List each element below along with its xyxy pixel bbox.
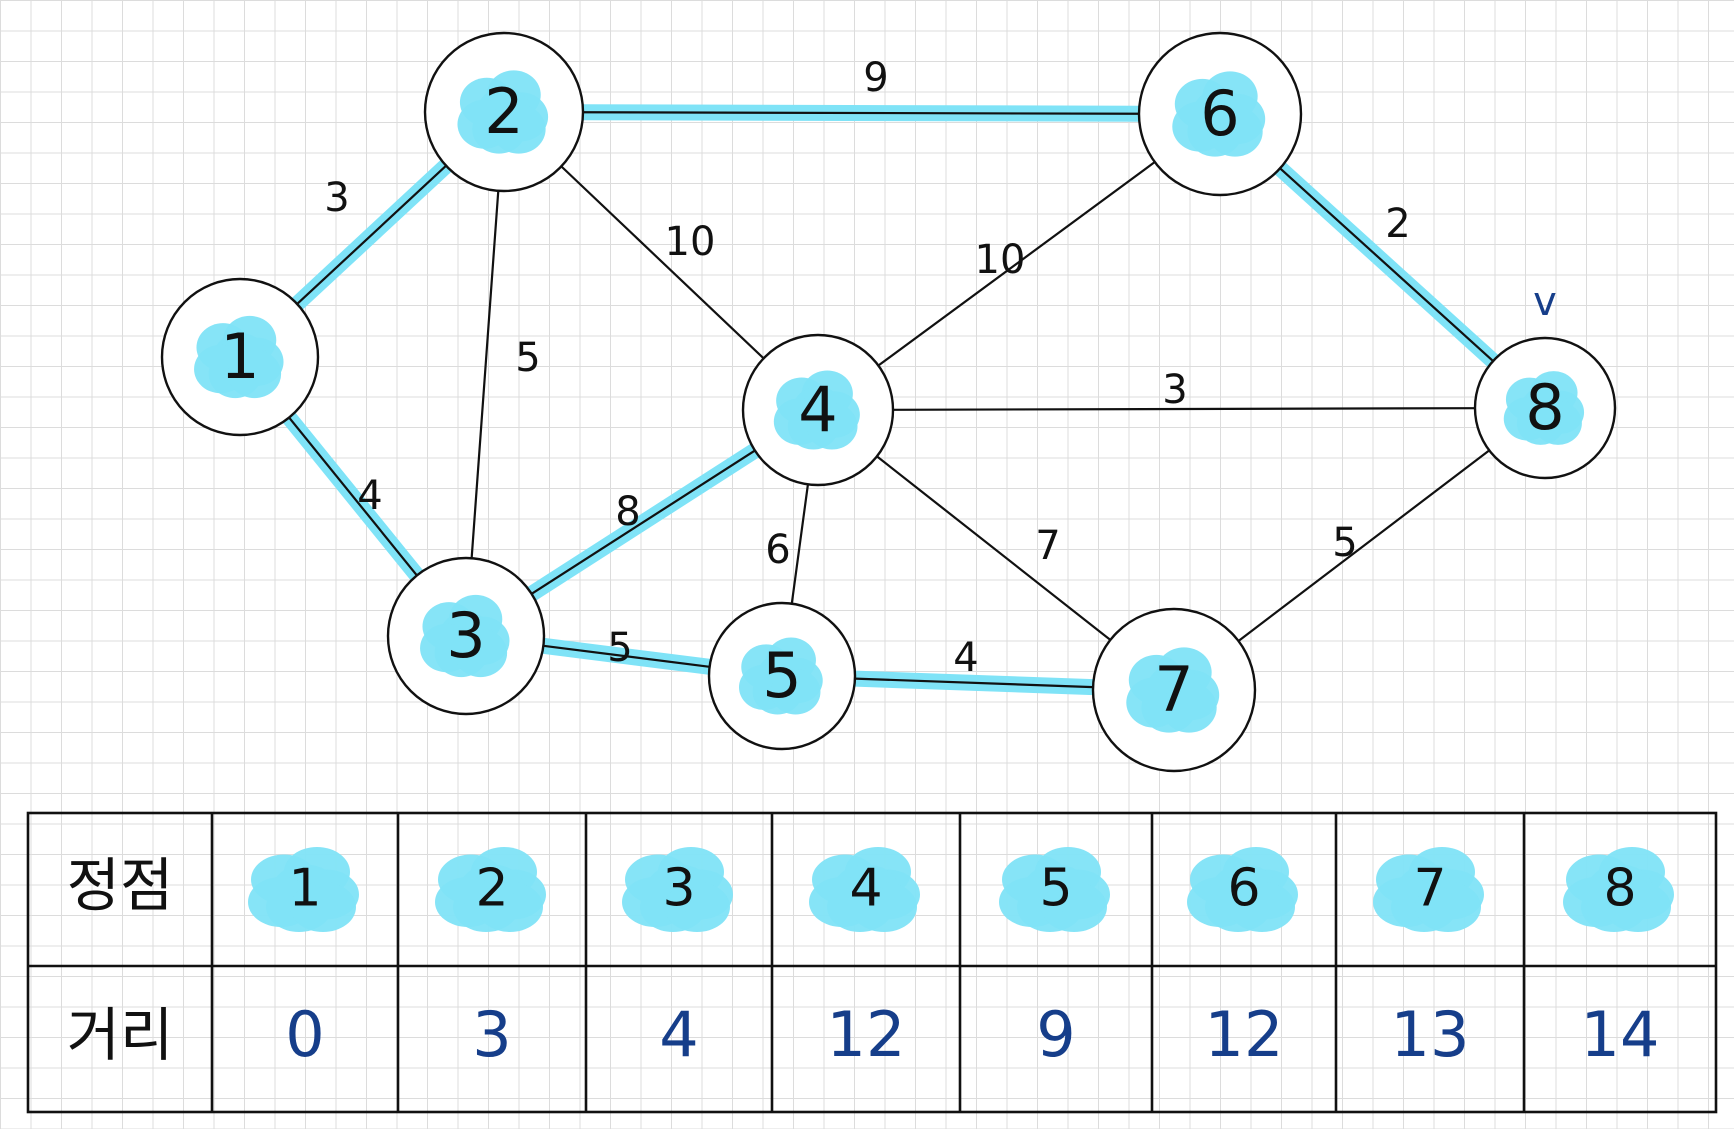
vertex-cell-8: 8 — [1603, 859, 1636, 919]
cell-highlight-8 — [1563, 847, 1674, 932]
node-label-1: 1 — [220, 320, 259, 393]
node-7: 7 — [1091, 607, 1257, 773]
cell-highlight-3 — [622, 847, 733, 932]
current-vertex-marker: v — [1533, 279, 1557, 325]
node-highlight — [457, 70, 549, 154]
node-5: 5 — [707, 601, 857, 751]
node-highlight — [1172, 71, 1266, 157]
node-circle — [1137, 31, 1303, 197]
node-circle — [1473, 336, 1617, 480]
edge-1-2 — [296, 164, 448, 306]
node-highlight — [194, 315, 284, 399]
distance-cell-1: 0 — [285, 998, 324, 1071]
node-highlight — [773, 370, 860, 450]
edge-4-6 — [877, 160, 1156, 367]
distance-cell-7: 13 — [1391, 998, 1470, 1071]
cell-highlight-5 — [999, 847, 1110, 932]
table-border — [26, 811, 1718, 1114]
edge-weight-3-5: 5 — [607, 625, 632, 671]
vertex-cell-7: 7 — [1413, 859, 1446, 919]
node-label-4: 4 — [798, 373, 837, 446]
node-label-8: 8 — [1525, 371, 1564, 444]
edge-weight-1-2: 3 — [324, 175, 349, 221]
node-4: 4 — [741, 333, 895, 487]
cell-highlight-4 — [809, 847, 920, 932]
edge-weight-4-5: 6 — [765, 527, 790, 573]
edge-2-3 — [470, 189, 500, 560]
cell-highlight-2 — [435, 847, 546, 932]
edge-weight-4-8: 3 — [1162, 367, 1187, 413]
edge-4-8 — [891, 407, 1477, 411]
node-2: 2 — [423, 31, 585, 193]
node-circle — [423, 31, 585, 193]
vertex-cell-6: 6 — [1227, 859, 1260, 919]
node-label-2: 2 — [484, 75, 523, 148]
cell-highlight-7 — [1373, 847, 1484, 932]
node-highlight — [739, 637, 823, 715]
node-highlight — [1126, 647, 1220, 733]
cell-highlight-6 — [1187, 847, 1298, 932]
vertex-cell-1: 1 — [288, 859, 321, 919]
node-6: 6 — [1137, 31, 1303, 197]
edge-3-4 — [530, 449, 756, 595]
marker-layer: v — [1533, 279, 1557, 325]
edge-1-3 — [287, 416, 419, 577]
distance-cell-2: 3 — [472, 998, 511, 1071]
node-circle — [386, 556, 546, 716]
distance-cell-6: 12 — [1205, 998, 1284, 1071]
row-header-vertex: 정점 — [67, 852, 174, 920]
node-label-6: 6 — [1200, 77, 1239, 150]
distance-cell-5: 9 — [1036, 998, 1075, 1071]
node-circle — [160, 277, 320, 437]
row-header-distance: 거리 — [67, 1001, 174, 1069]
node-circle — [707, 601, 857, 751]
distance-cell-4: 12 — [827, 998, 906, 1071]
cell-highlight-1 — [248, 847, 359, 932]
edge-weight-4-6: 10 — [975, 237, 1026, 283]
edge-weight-2-4: 10 — [665, 219, 716, 265]
edge-3-5 — [542, 644, 711, 668]
vertex-cell-3: 3 — [662, 859, 695, 919]
node-label-5: 5 — [762, 639, 801, 712]
node-layer: 1 2 3 4 5 6 7 8 — [160, 31, 1617, 773]
edge-weight-2-3: 5 — [515, 335, 540, 381]
edge-weight-4-7: 7 — [1035, 523, 1060, 569]
node-label-7: 7 — [1154, 653, 1193, 726]
edge-layer — [287, 111, 1495, 689]
node-label-3: 3 — [446, 599, 485, 672]
vertex-cell-2: 2 — [475, 859, 508, 919]
node-highlight — [420, 594, 510, 678]
vertex-cell-4: 4 — [849, 859, 882, 919]
node-highlight — [1503, 371, 1585, 445]
edge-4-7 — [875, 455, 1112, 642]
edge-6-8 — [1278, 167, 1495, 363]
edge-5-7 — [853, 677, 1095, 689]
edge-weight-7-8: 5 — [1332, 520, 1357, 566]
edge-2-4 — [560, 165, 765, 360]
edge-7-8 — [1237, 449, 1491, 643]
vertex-cell-5: 5 — [1039, 859, 1072, 919]
node-1: 1 — [160, 277, 320, 437]
edge-weight-2-6: 9 — [863, 55, 888, 101]
edge-2-6 — [581, 111, 1141, 115]
edge-weight-1-3: 4 — [357, 473, 382, 519]
node-3: 3 — [386, 556, 546, 716]
node-circle — [1091, 607, 1257, 773]
edge-weight-labels: 3 4 5 10 9 8 5 6 10 7 3 4 2 5 — [324, 55, 1410, 681]
distance-cell-8: 14 — [1581, 998, 1660, 1071]
edge-weight-6-8: 2 — [1385, 201, 1410, 247]
distance-cell-3: 4 — [659, 998, 698, 1071]
edge-weight-5-7: 4 — [953, 635, 978, 681]
node-8: 8 — [1473, 336, 1617, 480]
node-circle — [741, 333, 895, 487]
edge-weight-3-4: 8 — [615, 489, 640, 535]
edge-4-5 — [790, 483, 810, 605]
